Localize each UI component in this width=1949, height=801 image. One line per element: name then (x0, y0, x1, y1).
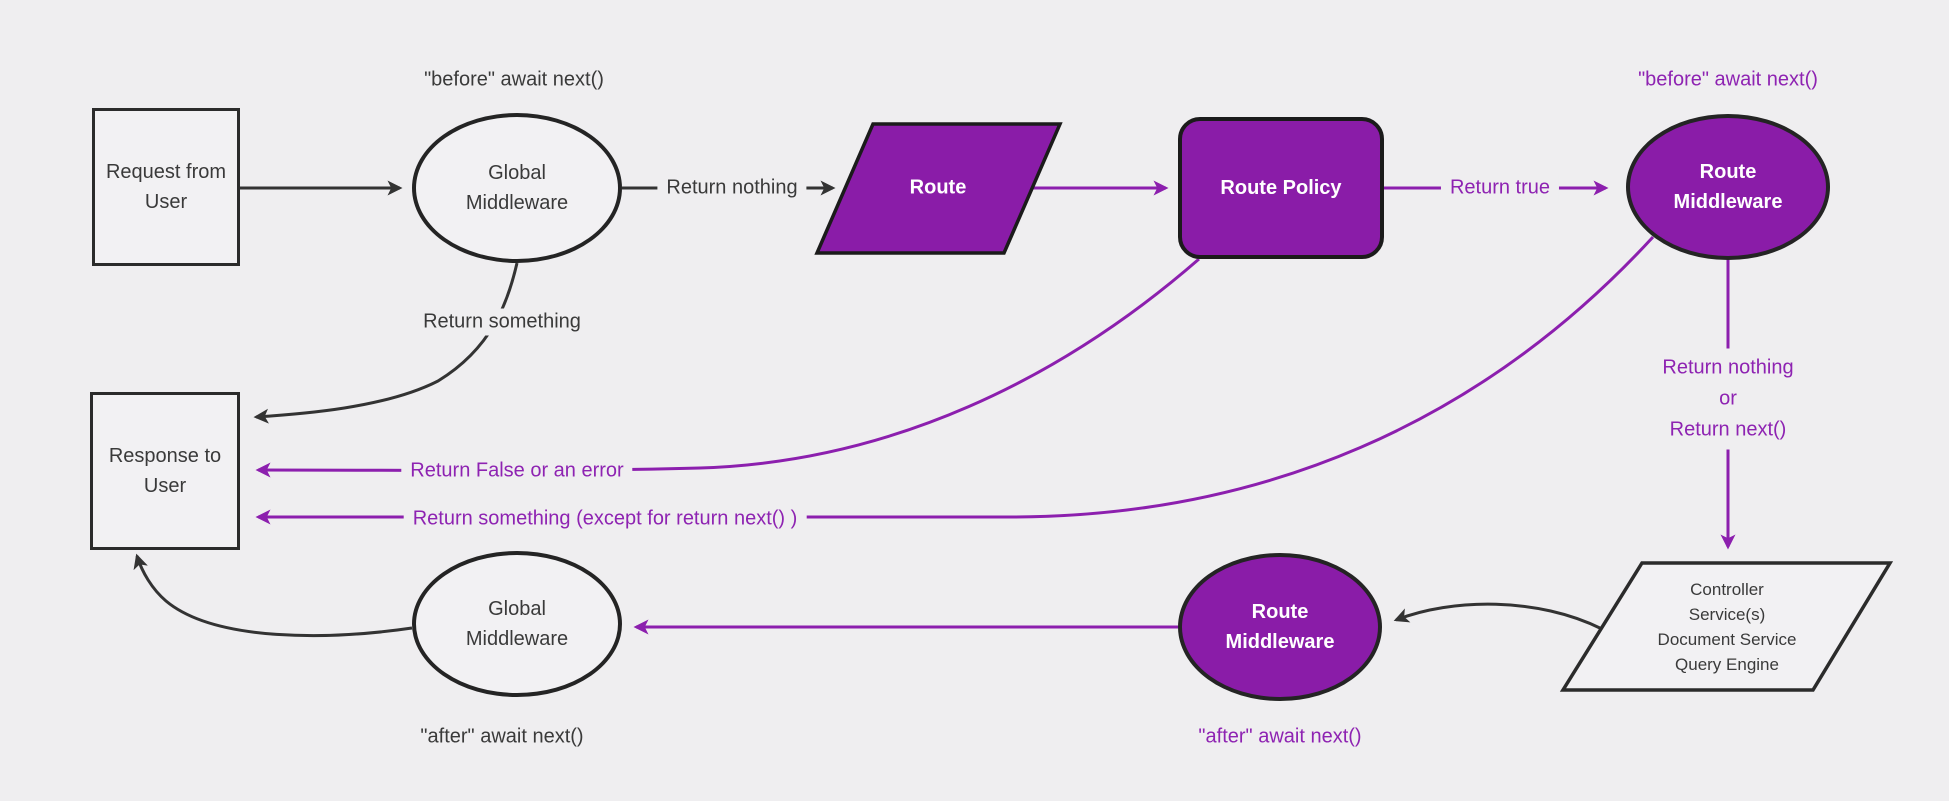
edge-controller-to-route-middleware-after (1393, 602, 1603, 631)
node-route-middleware-before-label: Route Middleware (1673, 161, 1783, 213)
node-controller-shape (1559, 561, 1894, 692)
node-global-middleware-after-label: Global Middleware (465, 598, 569, 650)
annotation-return-nothing: Return nothing (657, 174, 807, 202)
annotation-after-global: "after" await next() (420, 725, 584, 748)
node-controller-label: Controller Service(s) Document Service Q… (1617, 577, 1837, 677)
edge-global-middleware-to-response (253, 262, 519, 424)
annotation-return-something: Return something (414, 308, 590, 336)
node-request-label: Request from User (105, 161, 227, 213)
annotation-return-nothing-or-next: Return nothing or Return next() (1650, 348, 1806, 450)
annotation-after-route: "after" await next() (1198, 725, 1362, 748)
edge-global-middleware-after-to-response (133, 553, 413, 638)
annotation-return-true: Return true (1440, 174, 1560, 202)
annotation-or-line-2: or (1719, 387, 1737, 410)
annotation-before-global: "before" await next() (424, 68, 604, 91)
node-request-from-user: Request from User (92, 108, 240, 266)
node-route-middleware-after: Route Middleware (1178, 553, 1382, 701)
node-route-shape (814, 122, 1063, 255)
annotation-return-something-except: Return something (except for return next… (403, 505, 807, 533)
node-global-middleware-after: Global Middleware (412, 551, 622, 697)
controller-line-1: Controller (1690, 580, 1764, 599)
node-response-label: Response to User (108, 445, 222, 497)
node-response-to-user: Response to User (90, 392, 240, 550)
node-route-label: Route (909, 176, 967, 199)
node-route-middleware-before: Route Middleware (1626, 114, 1830, 260)
controller-line-4: Query Engine (1675, 655, 1779, 674)
controller-line-2: Service(s) (1688, 605, 1766, 624)
node-route-middleware-after-label: Route Middleware (1225, 601, 1335, 653)
edge-route-policy-to-response (255, 257, 1200, 478)
node-global-middleware-before-label: Global Middleware (465, 162, 569, 214)
node-route-policy-label: Route Policy (1220, 177, 1342, 199)
annotation-return-false: Return False or an error (401, 457, 633, 485)
node-route-policy: Route Policy (1178, 117, 1384, 259)
node-global-middleware-before: Global Middleware (412, 113, 622, 263)
annotation-or-line-3: Return next() (1669, 418, 1787, 441)
annotation-before-route: "before" await next() (1638, 68, 1818, 91)
controller-line-3: Document Service (1657, 630, 1797, 649)
annotation-or-line-1: Return nothing (1662, 356, 1794, 379)
